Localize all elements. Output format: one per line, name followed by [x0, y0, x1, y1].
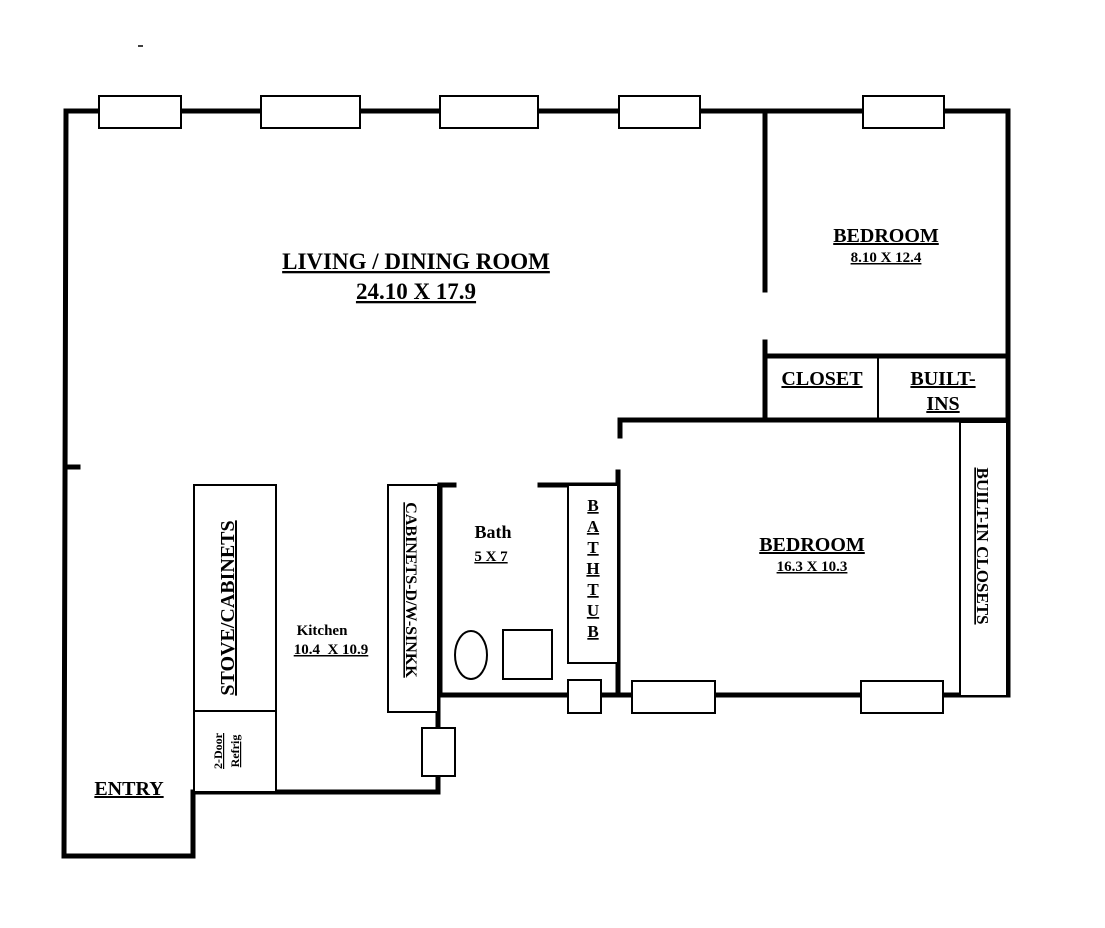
bathtub-letter: B — [587, 496, 598, 515]
window — [860, 680, 944, 714]
bathtub-letter: T — [587, 580, 599, 599]
living-room-label: LIVING / DINING ROOM — [282, 249, 550, 274]
bath-sink — [502, 629, 553, 680]
window — [618, 95, 701, 129]
bathtub-letters: B A T H T U B — [586, 496, 599, 641]
living-room-size: 24.10 X 17.9 — [356, 279, 476, 304]
bathtub-block — [567, 484, 619, 664]
closet-label: CLOSET — [781, 368, 863, 390]
built-in-closets-label: BUILT-IN CLOSETS — [973, 467, 992, 624]
builtins-label-line2: INS — [926, 393, 959, 415]
labels: LIVING / DINING ROOM 24.10 X 17.9 BEDROO… — [94, 225, 992, 800]
window — [631, 680, 716, 714]
stove-cabinets-label: STOVE/CABINETS — [217, 520, 239, 695]
toilet — [454, 630, 488, 680]
bath-size: 5 X 7 — [474, 549, 508, 565]
window — [421, 727, 456, 777]
window — [862, 95, 945, 129]
bathtub-letter: A — [587, 517, 600, 536]
refrigerator-block — [193, 710, 277, 793]
window — [260, 95, 361, 129]
bathtub-letter: U — [587, 601, 599, 620]
bathtub-letter: B — [587, 622, 598, 641]
kitchen-size: 10.4 X 10.9 — [294, 642, 369, 658]
bathtub-letter: T — [587, 538, 599, 557]
bedroom-main-label: BEDROOM — [759, 534, 865, 556]
cabinets-sink-block — [387, 484, 439, 713]
bedroom-top-size: 8.10 X 12.4 — [851, 250, 922, 266]
window — [439, 95, 539, 129]
refrigerator-label-line2: Refrig — [228, 735, 242, 768]
fixtures — [193, 421, 1008, 793]
bedroom-main-size: 16.3 X 10.3 — [777, 559, 848, 575]
kitchen-label: Kitchen — [297, 623, 348, 639]
bedroom-top-label: BEDROOM — [833, 225, 939, 247]
windows — [98, 95, 945, 777]
window — [98, 95, 182, 129]
entry-label: ENTRY — [94, 778, 164, 800]
builtins-label-line1: BUILT- — [910, 368, 975, 390]
refrigerator-label-line1: 2-Door — [211, 732, 225, 769]
bath-label: Bath — [474, 522, 511, 542]
window — [567, 679, 602, 714]
bathtub-letter: H — [586, 559, 599, 578]
cabinets-sink-label: CABINETS-D/W-SINKK — [402, 502, 419, 678]
built-in-closets-block — [959, 421, 1008, 697]
